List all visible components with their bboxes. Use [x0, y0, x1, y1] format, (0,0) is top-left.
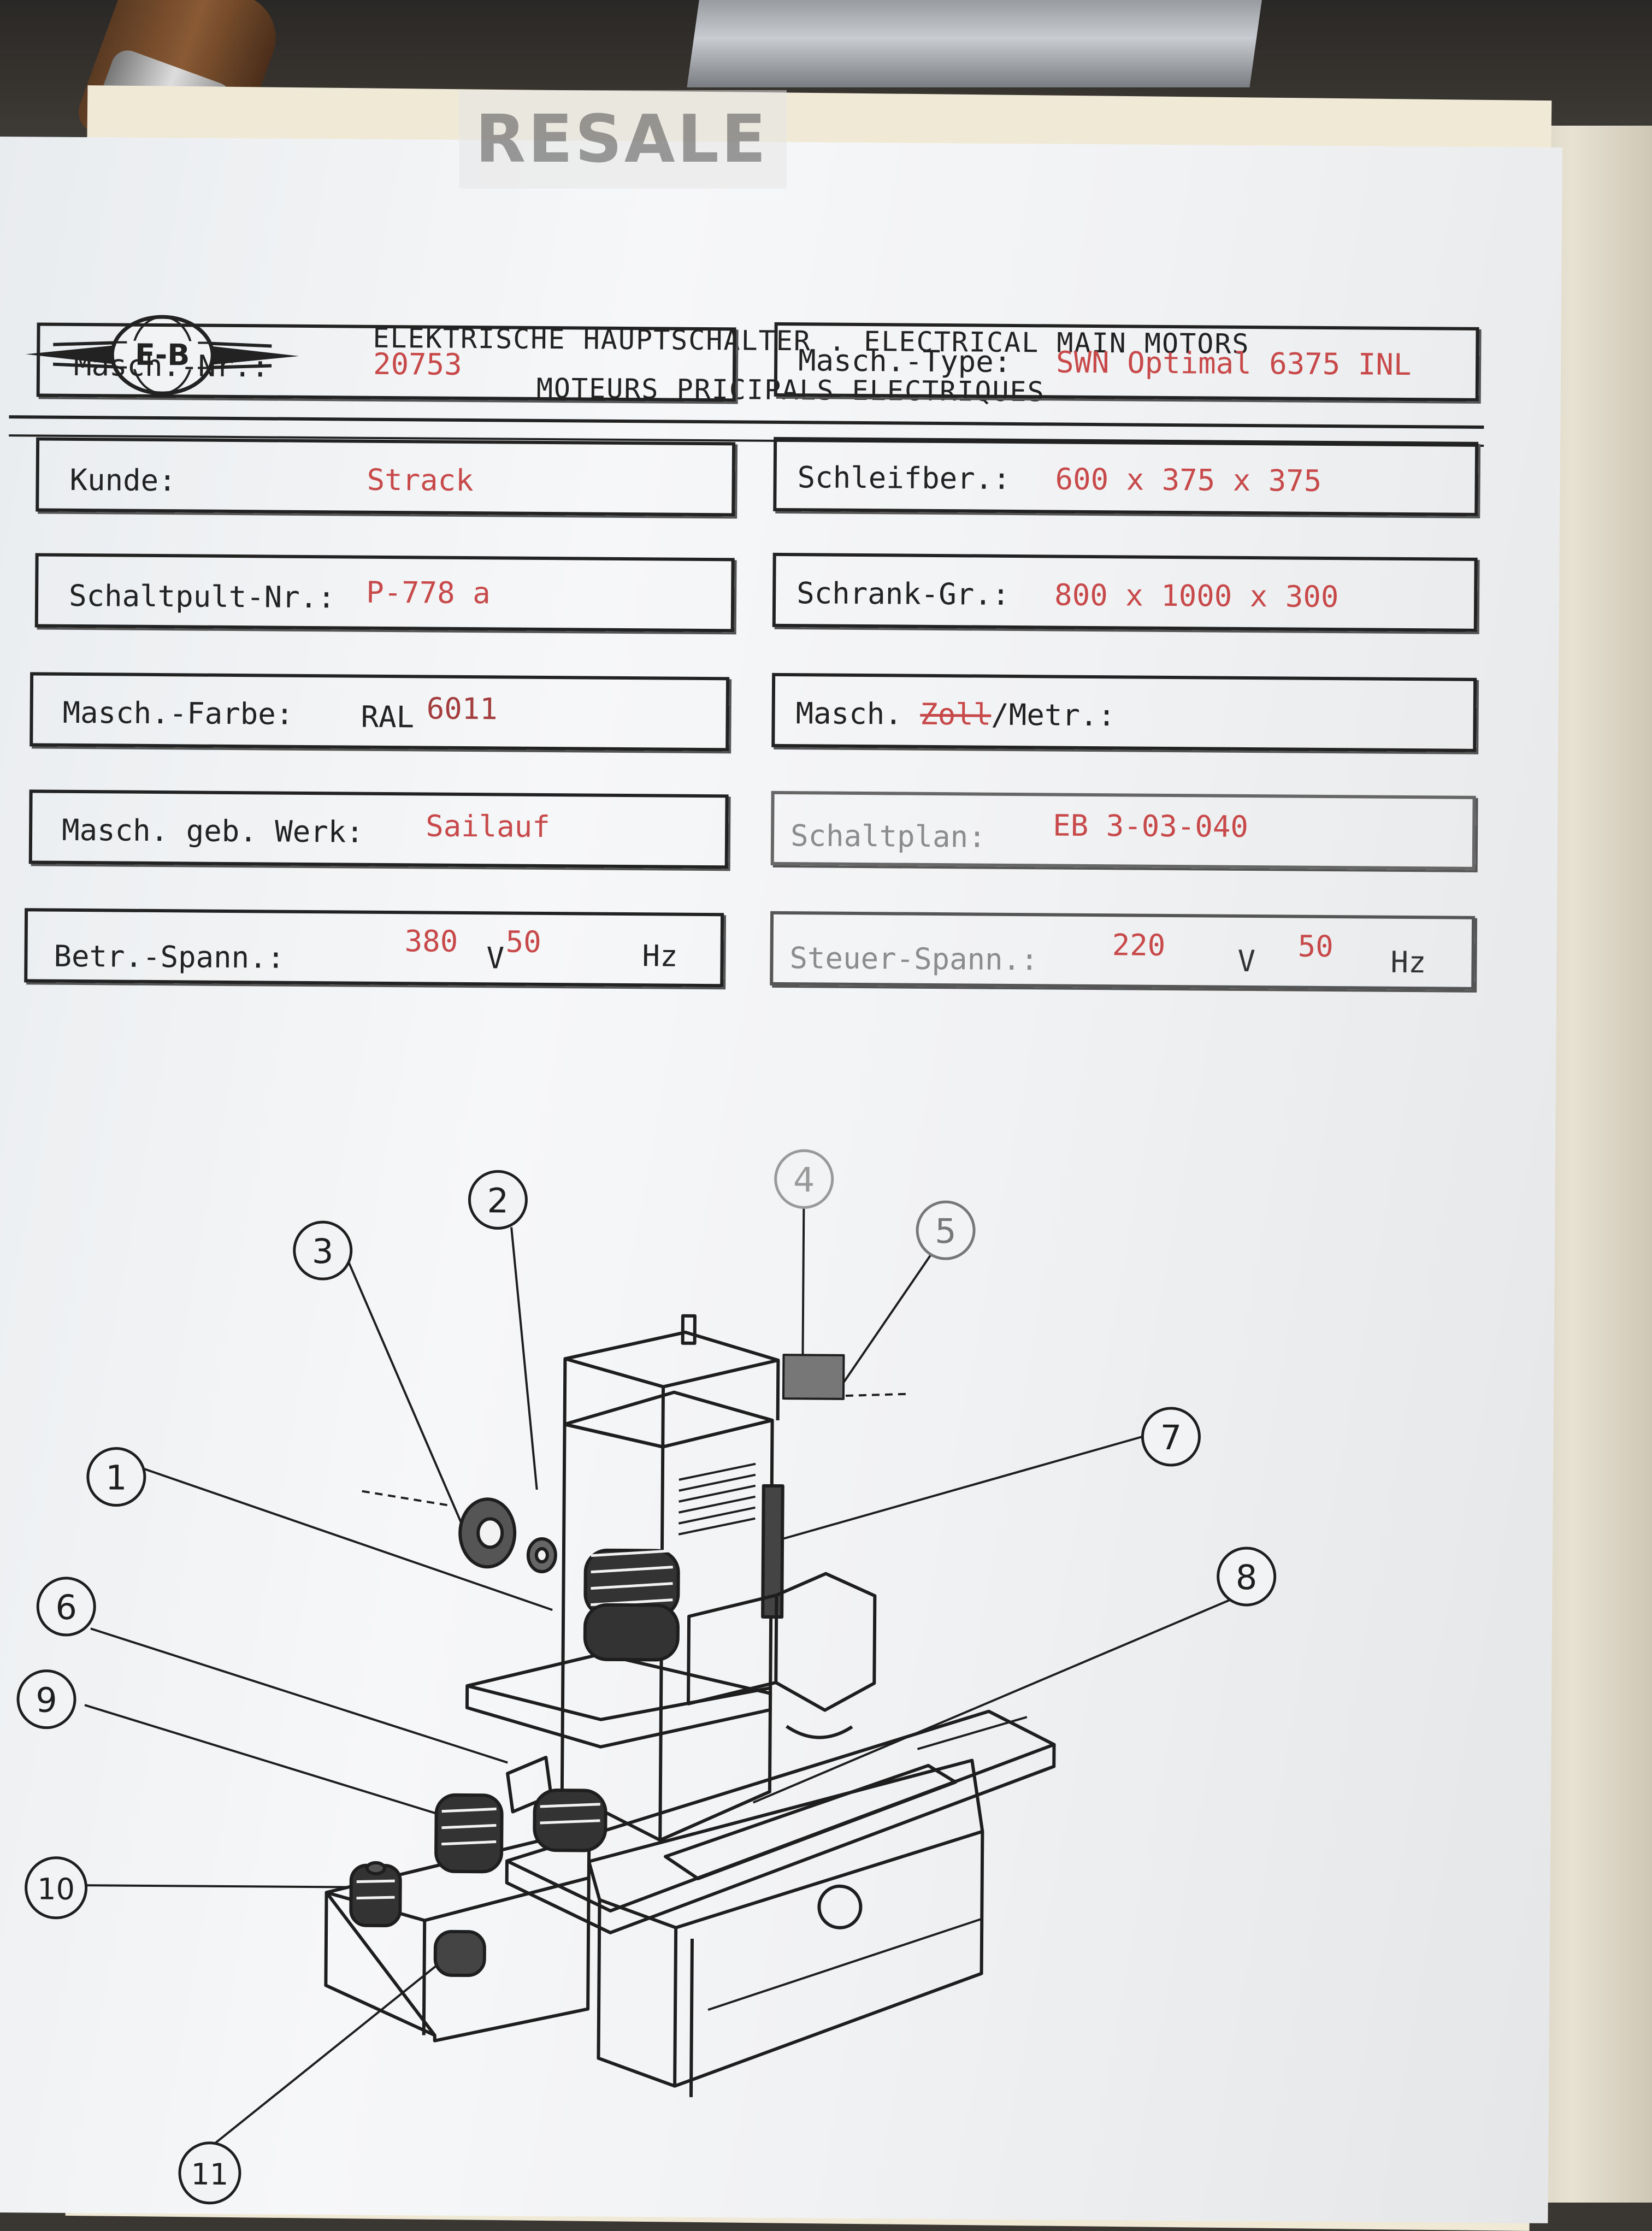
metal-plate: [687, 0, 1264, 87]
callout-label: 3: [312, 1231, 334, 1271]
field-label: Kunde:: [69, 462, 176, 498]
callout-label: 6: [55, 1587, 77, 1627]
callout-8: 8: [1217, 1547, 1277, 1607]
callout-3: 3: [293, 1220, 353, 1280]
field-schaltpult-nr: Schaltpult-Nr.: P-778 a: [34, 553, 735, 633]
field-label: Schleifber.:: [797, 460, 1011, 496]
callout-11: 11: [178, 2141, 241, 2205]
callout-1: 1: [86, 1447, 146, 1507]
spindle-motor: [583, 1354, 877, 1739]
cross-slide: [465, 1652, 772, 1814]
machine-column: [560, 1314, 784, 1842]
callout-label: 1: [105, 1457, 127, 1497]
resale-watermark: RESALE: [459, 90, 787, 188]
field-masch-werk: Masch. geb. Werk: Sailauf: [28, 789, 729, 869]
frequency-value: 50: [1297, 929, 1334, 964]
field-label: Masch.-Type:: [798, 343, 1012, 379]
watermark-text: RESALE: [475, 101, 769, 178]
voltage-value: 380: [404, 924, 458, 959]
field-value: 600 x 375 x 375: [1055, 462, 1322, 498]
callout-label: 4: [793, 1160, 815, 1200]
field-schaltplan: Schaltplan: EB 3-03-040: [770, 790, 1476, 870]
field-label: Schaltplan:: [790, 818, 986, 854]
field-masch-farbe: Masch.-Farbe: RAL 6011: [30, 672, 730, 752]
machine-table: [505, 1709, 1056, 1934]
callout-5: 5: [916, 1200, 976, 1260]
callout-label: 10: [37, 1872, 75, 1907]
field-label: Betr.-Spann.:: [54, 939, 285, 975]
header-rule: [9, 415, 1484, 429]
callout-10: 10: [25, 1856, 88, 1920]
document-sheet: E-B ELEKTRISCHE HAUPTSCHALTER . ELECTRIC…: [0, 137, 1562, 2223]
struck-text: Zoll: [920, 697, 992, 732]
field-steuerspannung: Steuer-Spann.: 220 V 50 Hz: [770, 911, 1476, 990]
field-betriebsspannung: Betr.-Spann.: 380 V 50 Hz: [24, 908, 724, 988]
callout-6: 6: [36, 1577, 96, 1637]
voltage-value: 220: [1112, 928, 1166, 963]
frequency-unit: Hz: [642, 939, 678, 973]
callout-label: 7: [1160, 1418, 1182, 1457]
callout-9: 9: [16, 1669, 76, 1730]
callout-7: 7: [1141, 1407, 1201, 1467]
callout-2: 2: [468, 1170, 528, 1230]
feed-motors: [349, 1789, 607, 1978]
callout-label: 5: [935, 1211, 957, 1251]
frequency-value: 50: [505, 924, 541, 959]
field-value: 20753: [373, 346, 462, 382]
field-label: Masch. Zoll/Metr.:: [795, 696, 1116, 733]
field-label: Schaltpult-Nr.:: [68, 578, 336, 615]
callout-label: 8: [1236, 1557, 1258, 1597]
field-kunde: Kunde: Strack: [36, 437, 736, 517]
field-masch-nr: Masch.-Nr.: 20753: [36, 322, 736, 402]
callout-label: 2: [487, 1181, 509, 1220]
field-label: Masch. geb. Werk:: [61, 812, 364, 849]
field-value: P-778 a: [365, 575, 491, 611]
field-prefix: RAL: [361, 699, 415, 735]
callout-4: 4: [774, 1149, 834, 1209]
field-value: EB 3-03-040: [1053, 808, 1249, 844]
field-value: Sailauf: [425, 808, 551, 845]
field-label: Schrank-Gr.:: [796, 576, 1010, 612]
logo-text: E-B: [135, 338, 190, 373]
field-zoll-metrisch: Masch. Zoll/Metr.:: [771, 672, 1477, 752]
company-logo: E-B: [26, 315, 299, 396]
machine-diagram: 1 2 3 4 5 6 7 8 9 10 11: [16, 1149, 1277, 2205]
field-value: Strack: [367, 462, 474, 498]
leader-lines: [80, 1207, 1247, 2144]
field-masch-type: Masch.-Type: SWN Optimal 6375 INL: [774, 322, 1479, 402]
callout-label: 9: [36, 1680, 57, 1720]
field-schrank-groesse: Schrank-Gr.: 800 x 1000 x 300: [772, 552, 1478, 632]
voltage-unit: V: [486, 941, 505, 976]
field-label: Masch.-Farbe:: [62, 695, 294, 731]
callout-markers: 1 2 3 4 5 6 7 8 9 10 11: [16, 1149, 1277, 2205]
field-value: 6011: [426, 691, 498, 727]
field-label: Steuer-Spann.:: [789, 941, 1039, 977]
frequency-unit: Hz: [1390, 945, 1426, 980]
field-value: 800 x 1000 x 300: [1054, 577, 1339, 615]
field-value: SWN Optimal 6375 INL: [1055, 345, 1412, 382]
drive-pulleys: [458, 1497, 557, 1573]
field-label-part: Masch.: [795, 696, 902, 731]
callout-label: 11: [191, 2157, 228, 2192]
field-label: Masch.-Nr.:: [73, 347, 269, 384]
voltage-unit: V: [1237, 943, 1256, 979]
field-schleifbereich: Schleifber.: 600 x 375 x 375: [773, 436, 1479, 516]
field-label-part-2: /Metr.:: [991, 697, 1116, 733]
